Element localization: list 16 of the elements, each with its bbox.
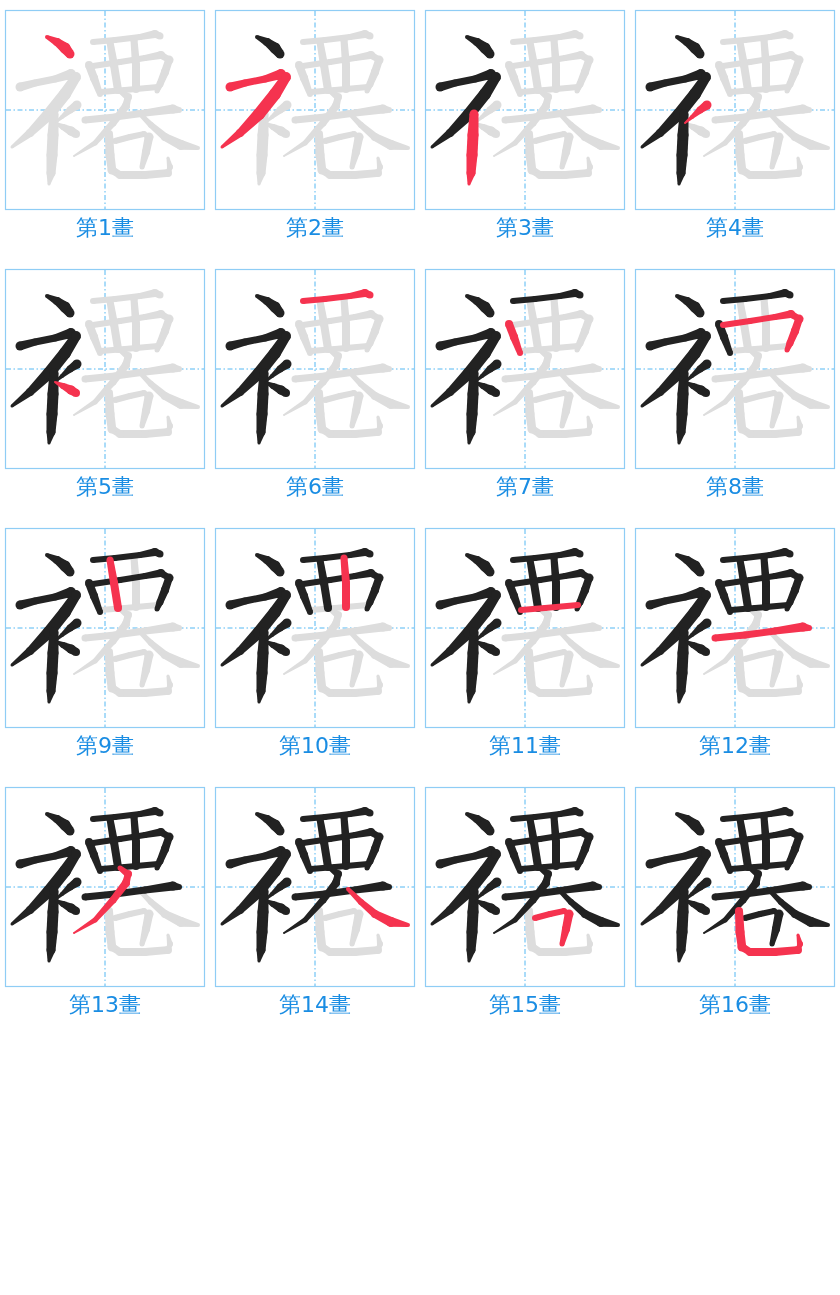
step-label: 第2畫 [286,214,344,242]
step-label: 第16畫 [699,991,771,1019]
step-label: 第13畫 [69,991,141,1019]
step-label: 第14畫 [279,991,351,1019]
step-label: 第5畫 [76,473,134,501]
step-label: 第12畫 [699,732,771,760]
step-label: 第4畫 [706,214,764,242]
step-label: 第7畫 [496,473,554,501]
step-label: 第11畫 [489,732,561,760]
step-label: 第3畫 [496,214,554,242]
step-label: 第6畫 [286,473,344,501]
step-label: 第10畫 [279,732,351,760]
step-label: 第15畫 [489,991,561,1019]
step-label: 第8畫 [706,473,764,501]
step-label: 第1畫 [76,214,134,242]
step-label: 第9畫 [76,732,134,760]
